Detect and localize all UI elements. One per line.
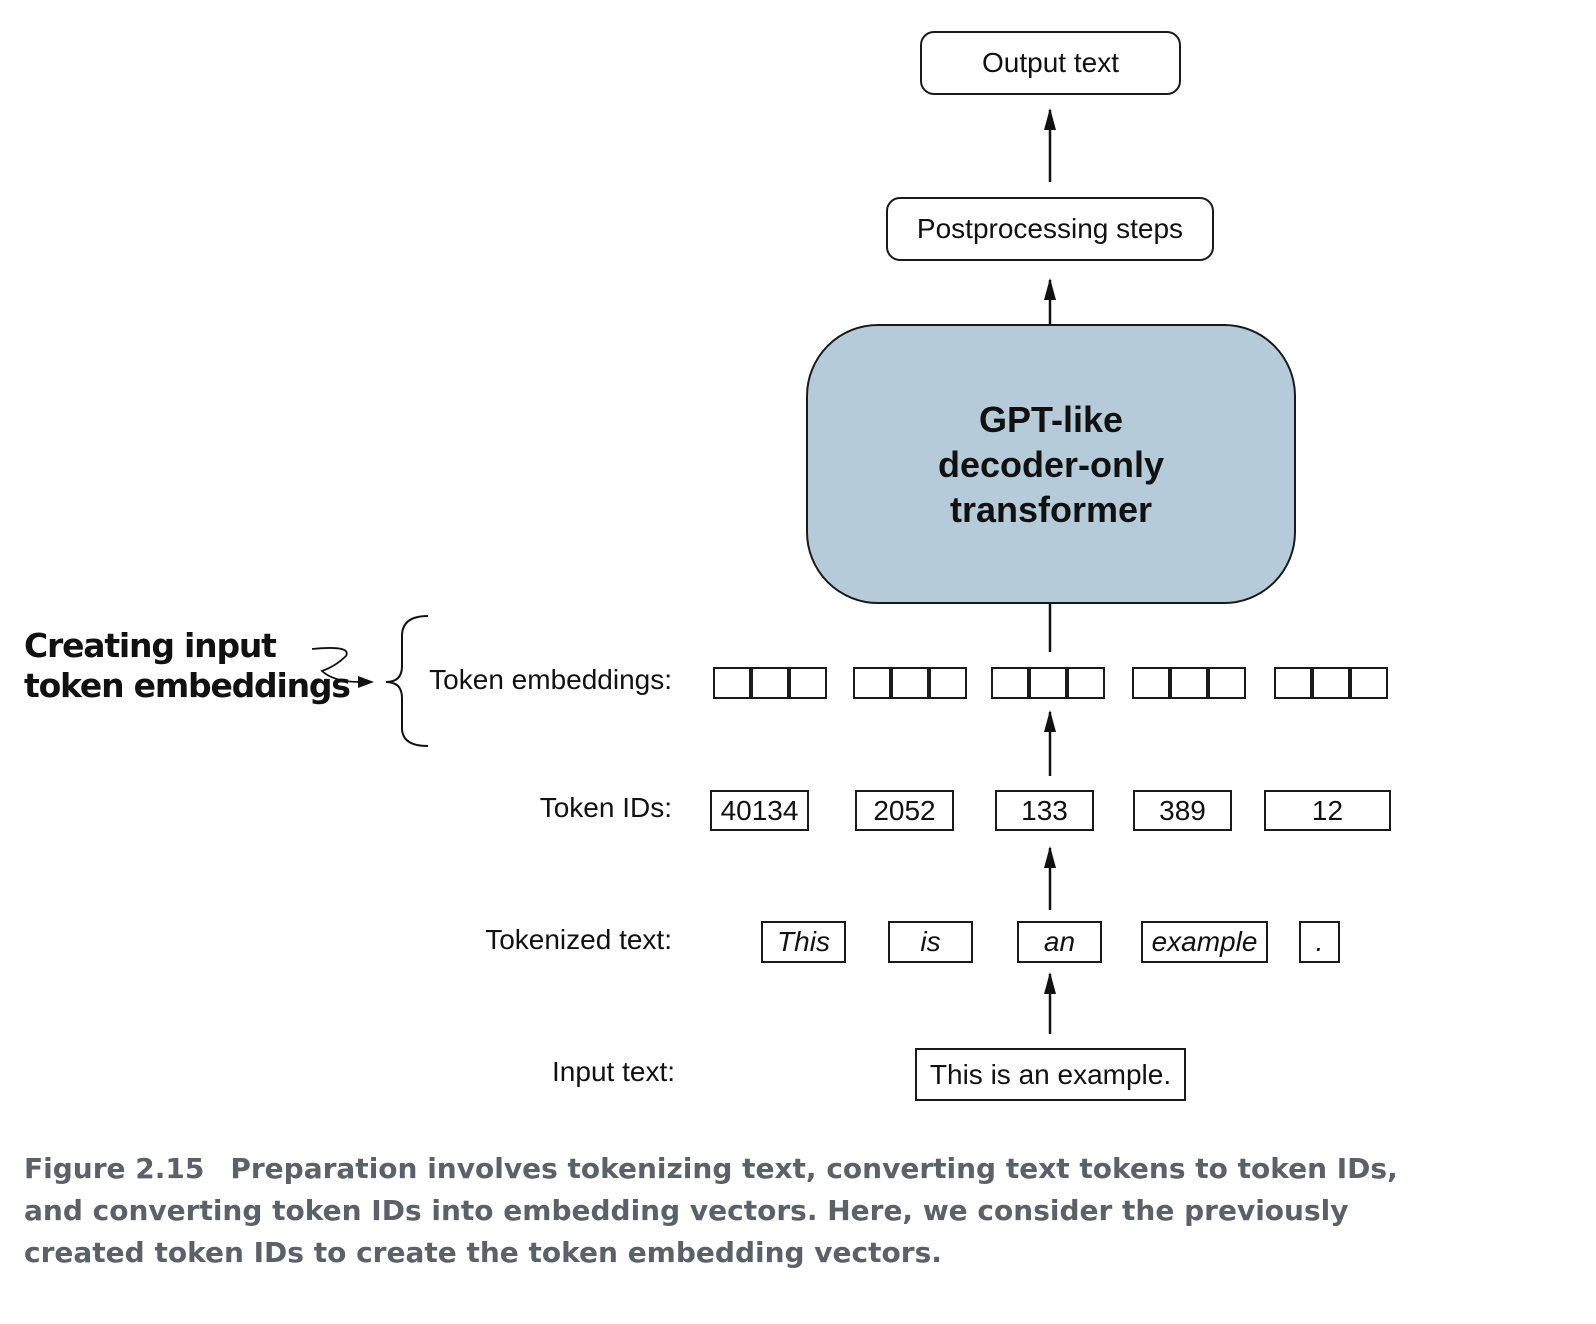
curly-brace: [385, 615, 429, 747]
transformer-block: GPT-like decoder-only transformer: [806, 324, 1296, 604]
token-ids-label: Token IDs:: [539, 792, 672, 823]
embedding-cell: [1274, 667, 1312, 699]
embedding-cell: [1312, 667, 1350, 699]
token-id-box: 389: [1133, 790, 1232, 831]
token-id-box: 12: [1264, 790, 1391, 831]
embedding-cell: [751, 667, 789, 699]
embedding-cell: [789, 667, 827, 699]
transformer-line-3: transformer: [949, 488, 1153, 530]
token-box: This: [761, 921, 846, 963]
token-box: .: [1299, 921, 1340, 963]
token-id-box: 133: [995, 790, 1094, 831]
token-embeddings-label: Token embeddings:: [429, 664, 672, 695]
postprocessing-box: Postprocessing steps: [886, 197, 1214, 261]
embedding-cell: [1029, 667, 1067, 699]
embedding-cell: [1132, 667, 1170, 699]
token-id-box: 2052: [855, 790, 954, 831]
embedding-cell: [713, 667, 751, 699]
annotation-line-1: Creating input: [24, 626, 277, 665]
embedding-cell: [1208, 667, 1246, 699]
embedding-cell: [929, 667, 967, 699]
embedding-cell: [991, 667, 1029, 699]
embedding-cell: [853, 667, 891, 699]
caption-text: Preparation involves tokenizing text, co…: [24, 1152, 1398, 1269]
token-box: is: [888, 921, 973, 963]
transformer-line-2: decoder-only: [937, 443, 1165, 485]
embedding-cell: [1170, 667, 1208, 699]
token-id-box: 40134: [710, 790, 809, 831]
input-text-label: Input text:: [552, 1056, 675, 1087]
figure-number: Figure 2.15: [24, 1152, 205, 1185]
postprocessing-label: Postprocessing steps: [916, 213, 1184, 244]
transformer-line-1: GPT-like: [978, 398, 1124, 440]
token-box: example: [1141, 921, 1268, 963]
embedding-cell: [1067, 667, 1105, 699]
output-text-label: Output text: [982, 47, 1119, 78]
annotation-squiggle: [311, 647, 361, 683]
annotation: Creating input token embeddings: [24, 626, 351, 706]
embedding-cell: [1350, 667, 1388, 699]
input-text-box: This is an example.: [915, 1048, 1186, 1101]
output-text-box: Output text: [920, 31, 1181, 95]
embedding-cell: [891, 667, 929, 699]
token-box: an: [1017, 921, 1102, 963]
annotation-line-2: token embeddings: [24, 666, 351, 705]
tokenized-text-label: Tokenized text:: [485, 924, 672, 955]
